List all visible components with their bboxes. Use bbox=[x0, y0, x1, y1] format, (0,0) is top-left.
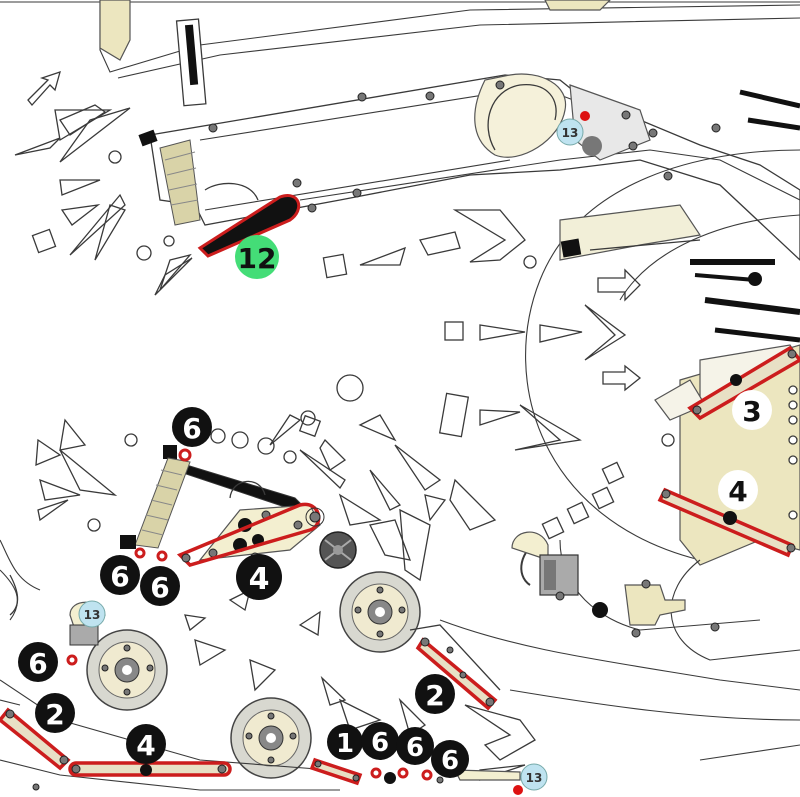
badge-6-left-c: 6 bbox=[18, 642, 58, 682]
badge-12-label: 12 bbox=[238, 242, 277, 275]
badge-6-bot-c: 6 bbox=[431, 740, 469, 778]
marker-13-bottom-label: 13 bbox=[526, 771, 543, 785]
marker-13-top-label: 13 bbox=[562, 126, 579, 140]
pop-bumpers bbox=[86, 571, 421, 779]
marker-13-left: 13 bbox=[78, 600, 106, 628]
lower-left-rubbers bbox=[0, 707, 232, 791]
badge-4-bottom: 4 bbox=[126, 724, 166, 764]
badge-6-left-c-label: 6 bbox=[28, 647, 47, 680]
upper-ramp-assembly bbox=[149, 73, 800, 261]
badge-2-mid-label: 2 bbox=[425, 679, 444, 712]
badge-6-left-a: 6 bbox=[100, 555, 140, 595]
marker-13-top: 13 bbox=[556, 118, 584, 146]
badge-6-bot-c-label: 6 bbox=[441, 746, 459, 776]
badge-6-left-b: 6 bbox=[140, 566, 180, 606]
badge-1: 1 bbox=[327, 724, 363, 760]
playfield-inserts bbox=[14, 70, 642, 781]
badge-6-bot-b: 6 bbox=[396, 727, 434, 765]
marker-13-left-label: 13 bbox=[84, 608, 101, 622]
post-rubbers bbox=[66, 448, 433, 784]
pop-bumper-left bbox=[86, 629, 168, 711]
badge-6-bot-b-label: 6 bbox=[406, 733, 424, 763]
top-ramp-rails bbox=[0, 0, 800, 79]
badge-4-right-label: 4 bbox=[728, 475, 747, 508]
badge-6-top-label: 6 bbox=[182, 412, 201, 445]
spinner-disc bbox=[319, 531, 357, 569]
badge-4-mid: 4 bbox=[236, 554, 282, 600]
center-left-sling-assembly bbox=[120, 445, 321, 562]
badge-6-bot-a: 6 bbox=[361, 722, 399, 760]
hatched-wire-guide-upper bbox=[138, 129, 201, 226]
badge-1-label: 1 bbox=[336, 729, 354, 759]
upper-left-gate bbox=[175, 18, 207, 107]
pop-bumper-center-upper bbox=[339, 571, 421, 653]
marker-13-bottom: 13 bbox=[520, 763, 548, 791]
badge-6-left-a-label: 6 bbox=[110, 560, 129, 593]
badge-3: 3 bbox=[732, 390, 772, 430]
badge-2-mid: 2 bbox=[415, 674, 455, 714]
badge-3-label: 3 bbox=[742, 395, 761, 428]
right-slingshot-rubbers bbox=[657, 345, 800, 558]
center-left-sling-rubber bbox=[176, 502, 325, 567]
upper-left-flipper bbox=[197, 182, 301, 258]
center-right-sling bbox=[409, 624, 501, 711]
badge-4-bottom-label: 4 bbox=[136, 729, 155, 762]
badge-4-right: 4 bbox=[718, 470, 758, 510]
badge-2-left: 2 bbox=[35, 693, 75, 733]
bottom-center-rubber bbox=[309, 757, 523, 795]
badge-12: 12 bbox=[235, 235, 279, 279]
badge-6-bot-a-label: 6 bbox=[371, 728, 389, 758]
pop-bumper-center-lower bbox=[230, 697, 312, 779]
badge-4-mid-label: 4 bbox=[249, 562, 270, 597]
right-lower-mechanisms bbox=[439, 531, 800, 761]
badge-2-left-label: 2 bbox=[45, 698, 64, 731]
badge-6-top: 6 bbox=[172, 407, 212, 447]
badge-6-left-b-label: 6 bbox=[150, 571, 169, 604]
